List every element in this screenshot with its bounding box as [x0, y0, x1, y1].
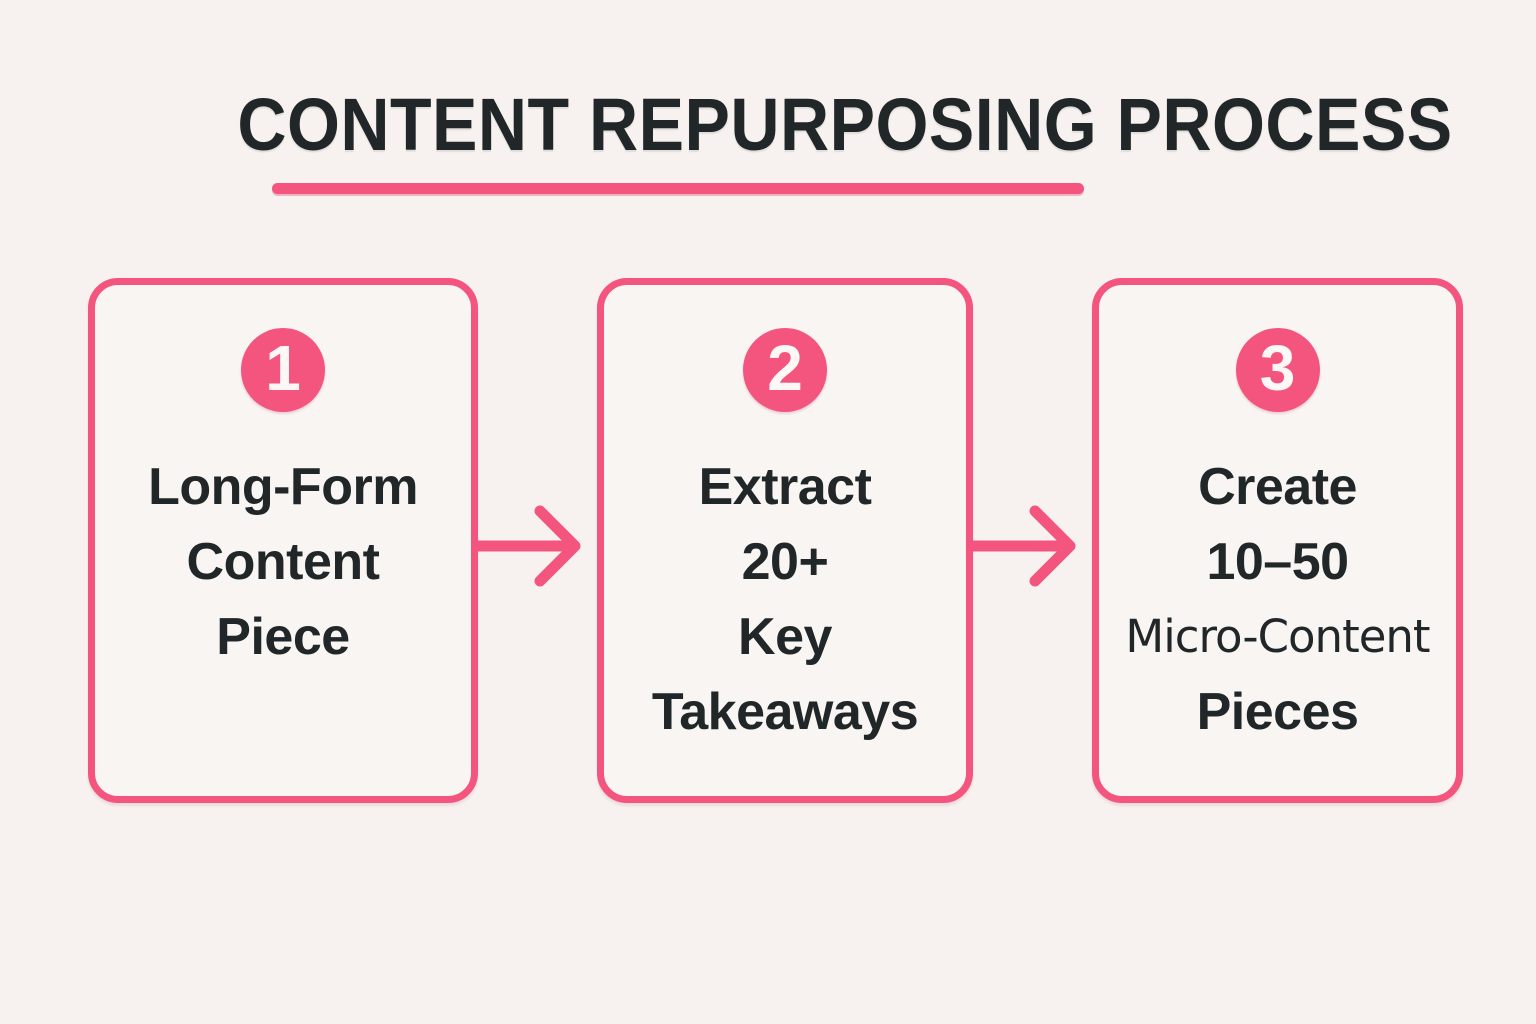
step-2-number-badge: 2: [743, 328, 827, 412]
page-title: CONTENT REPURPOSING PROCESS: [184, 88, 1505, 162]
step-1-line-2: Content: [186, 532, 380, 591]
step-card-3: 3 Create 10–50 Micro-Content Pieces: [1092, 278, 1463, 803]
step-2-line-3: Key: [738, 607, 832, 666]
step-1-number-badge: 1: [241, 328, 325, 412]
step-2-number: 2: [767, 332, 803, 404]
step-3-text: Create 10–50 Micro-Content Pieces: [1099, 449, 1456, 749]
step-3-line-1: Create: [1198, 457, 1357, 516]
step-3-number-badge: 3: [1235, 328, 1320, 412]
step-card-2: 2 Extract 20+ Key Takeaways: [597, 278, 973, 803]
step-card-1: 1 Long-Form Content Piece: [88, 278, 478, 803]
step-3-line-3: Micro-Content: [1125, 610, 1430, 663]
step-1-text: Long-Form Content Piece: [95, 449, 471, 674]
step-1-line-3: Piece: [216, 607, 350, 666]
arrow-right-icon: [973, 505, 1076, 587]
step-2-text: Extract 20+ Key Takeaways: [604, 449, 966, 749]
step-2-line-1: Extract: [698, 457, 872, 516]
step-1-line-1: Long-Form: [148, 457, 418, 516]
step-1-number: 1: [265, 332, 301, 404]
step-2-line-4: Takeaways: [651, 682, 919, 741]
arrow-right-icon: [478, 505, 581, 587]
step-3-line-2: 10–50: [1206, 532, 1349, 591]
step-2-line-2: 20+: [741, 532, 829, 591]
step-3-line-4: Pieces: [1196, 682, 1359, 741]
page-title-text: CONTENT REPURPOSING PROCESS: [237, 83, 1453, 166]
step-3-number: 3: [1259, 332, 1296, 404]
title-underline: [272, 183, 1084, 194]
